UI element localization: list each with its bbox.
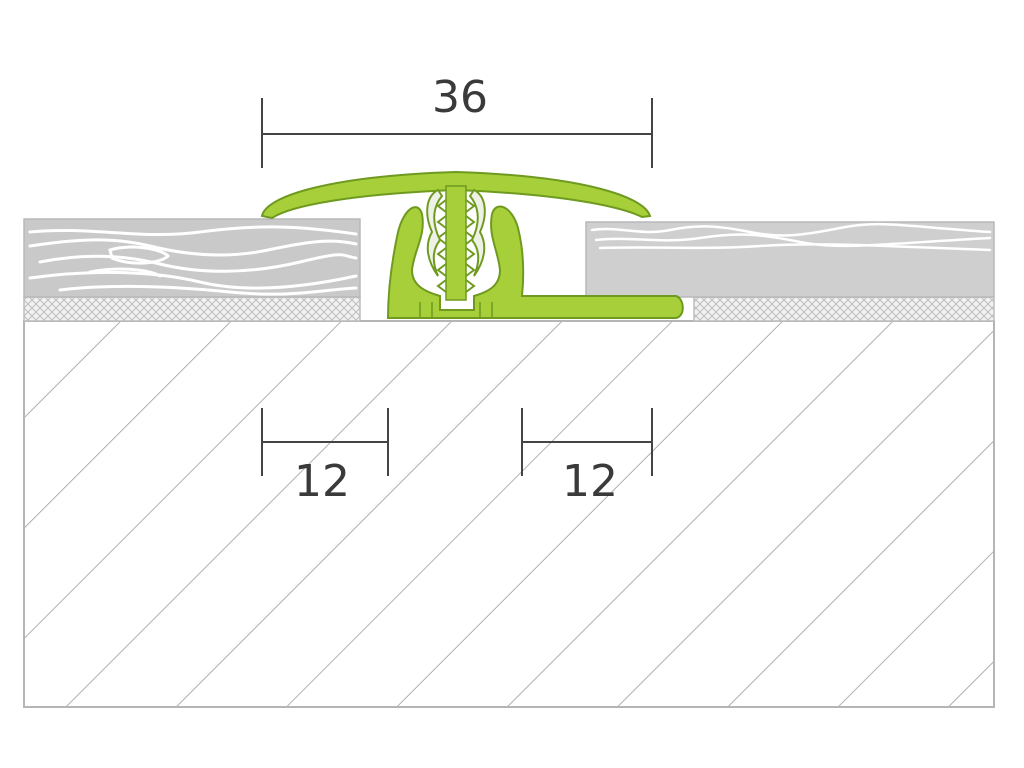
dimension-36 xyxy=(261,98,653,168)
transition-profile xyxy=(260,170,684,319)
underlay-right xyxy=(693,296,995,322)
floorboard-right xyxy=(585,221,995,298)
dimension-left-12-label: 12 xyxy=(294,456,350,507)
dimension-right-12-label: 12 xyxy=(562,456,618,507)
dimension-36-label: 36 xyxy=(432,72,488,123)
floorboard-left xyxy=(23,218,361,298)
underlay-left xyxy=(23,296,361,322)
concrete-subfloor xyxy=(23,320,995,708)
dimension-left-12 xyxy=(261,408,389,476)
dimension-right-12 xyxy=(521,408,653,476)
